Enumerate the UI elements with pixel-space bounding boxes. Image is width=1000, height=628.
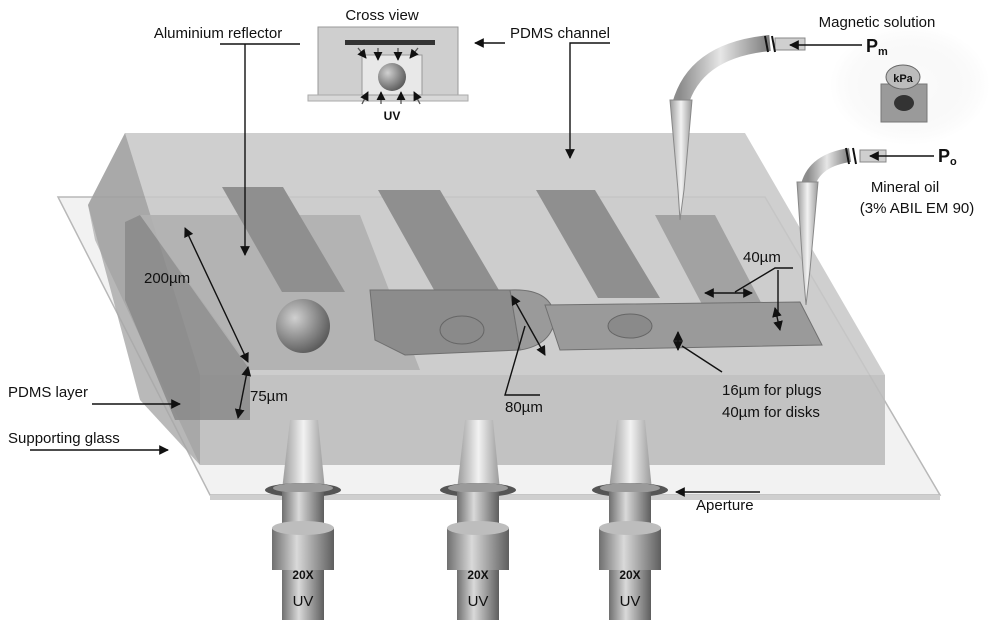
pdms-channel-label: PDMS channel bbox=[510, 25, 610, 42]
droplet-disk-1 bbox=[439, 315, 485, 345]
cross-view-inset bbox=[307, 26, 469, 105]
objective-1-uv: UV bbox=[293, 593, 314, 610]
mineral-oil-label: Mineral oil bbox=[871, 179, 939, 196]
magnetic-solution-needle bbox=[669, 99, 693, 221]
pressure-unit: kPa bbox=[893, 73, 913, 85]
objective-lens-3 bbox=[592, 420, 668, 620]
dim-40-label: 40µm bbox=[743, 249, 781, 266]
plugs-label: 16µm for plugs bbox=[722, 382, 822, 399]
magnetic-solution-connector bbox=[774, 37, 806, 51]
aperture-label: Aperture bbox=[696, 497, 754, 514]
dim-80-leader bbox=[504, 325, 540, 396]
magnetic-solution-label: Magnetic solution bbox=[819, 14, 936, 31]
dim-200-arrow bbox=[184, 227, 249, 363]
aluminium-reflector-strip-1 bbox=[222, 187, 345, 292]
supporting-glass-edge bbox=[210, 495, 940, 500]
droplet-disk-2 bbox=[607, 313, 653, 339]
dim-75-label: 75µm bbox=[250, 388, 288, 405]
dim-200-label: 200µm bbox=[144, 270, 190, 287]
objective-3-uv: UV bbox=[620, 593, 641, 610]
channel-height-leader bbox=[681, 345, 723, 373]
cross-view-uv: UV bbox=[384, 109, 401, 123]
mineral-oil-needle bbox=[796, 181, 819, 306]
channel-segment-2 bbox=[544, 301, 823, 351]
dim-75-arrow bbox=[234, 366, 252, 419]
pressure-gauge-icon bbox=[880, 64, 928, 123]
mineral-oil-tube bbox=[801, 148, 852, 188]
pdms-block-front-face bbox=[200, 375, 885, 465]
aluminium-reflector-strip-3 bbox=[536, 190, 660, 298]
aluminium-reflector-strip-2 bbox=[378, 190, 503, 297]
pdms-channel-pointer bbox=[565, 42, 610, 159]
aluminium-reflector-label: Aluminium reflector bbox=[154, 25, 282, 42]
pm-label: Pm bbox=[866, 36, 888, 58]
abil-label: (3% ABIL EM 90) bbox=[860, 200, 975, 217]
dim-80-arrow bbox=[511, 295, 546, 356]
supporting-glass-label: Supporting glass bbox=[8, 430, 120, 447]
objective-1-magnification: 20X bbox=[292, 568, 313, 582]
objective-lens-2 bbox=[440, 420, 516, 620]
objective-2-magnification: 20X bbox=[467, 568, 488, 582]
droplet-sphere bbox=[276, 299, 330, 353]
cross-view-title: Cross view bbox=[345, 7, 419, 24]
objective-2-uv: UV bbox=[468, 593, 489, 610]
dim-80-label: 80µm bbox=[505, 399, 543, 416]
aluminium-reflector-strip-4 bbox=[655, 215, 765, 310]
dim-40-leader bbox=[734, 267, 793, 293]
aluminium-reflector-pointer bbox=[220, 43, 300, 256]
dim-40-height-arrow bbox=[772, 307, 783, 331]
objective-lens-1 bbox=[265, 420, 341, 620]
po-label: Po bbox=[938, 146, 957, 168]
pdms-layer-label: PDMS layer bbox=[8, 384, 88, 401]
disks-label: 40µm for disks bbox=[722, 404, 820, 421]
magnetic-solution-tube bbox=[672, 35, 771, 108]
objective-3-magnification: 20X bbox=[619, 568, 640, 582]
